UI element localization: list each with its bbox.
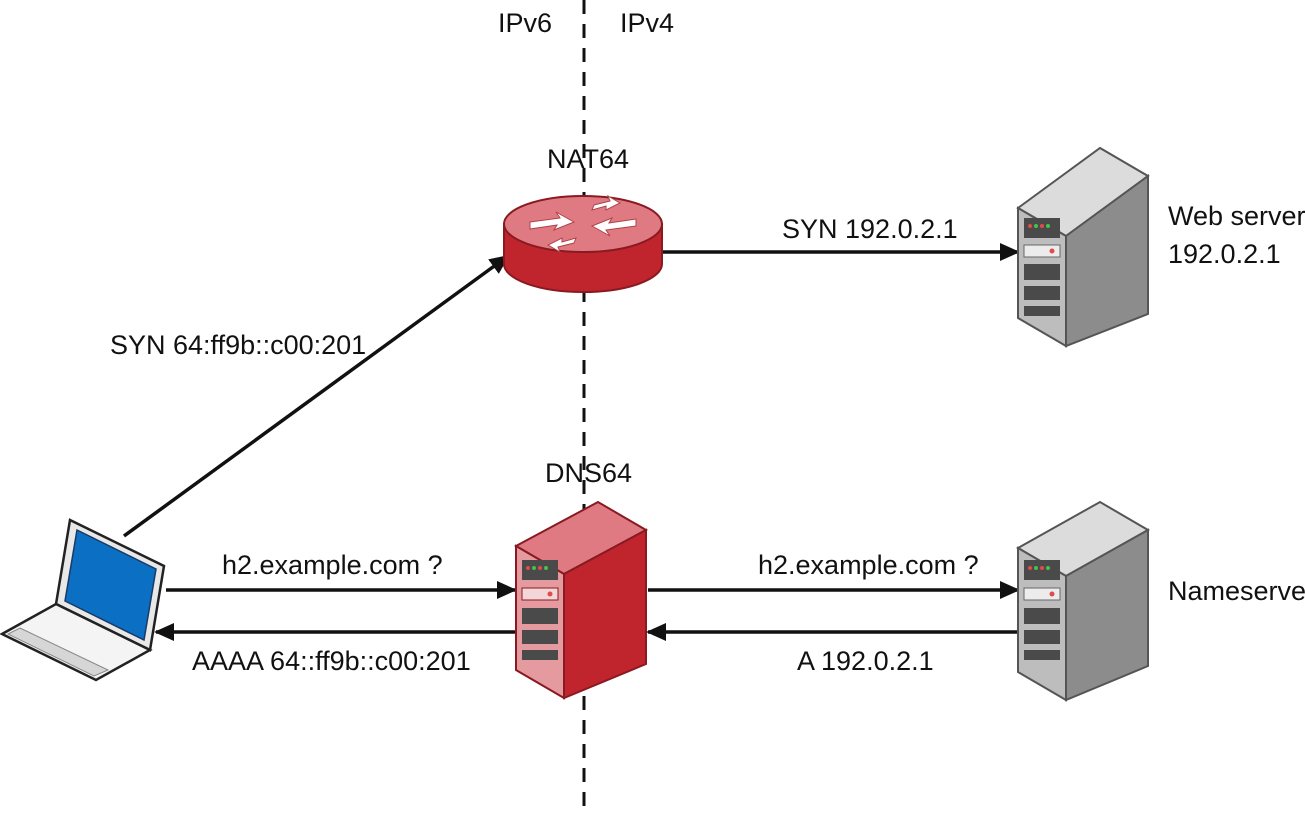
message-nat64-to-webserver: SYN 192.0.2.1 — [782, 214, 958, 244]
server-icon — [1016, 146, 1150, 348]
web-server: Web server 192.0.2.1 — [1016, 146, 1305, 348]
arrow-client-to-nat64 — [122, 254, 510, 538]
nat64-router: NAT64 — [503, 144, 663, 293]
webserver-name: Web server — [1168, 201, 1305, 231]
message-dns64-response: AAAA 64::ff9b::c00:201 — [192, 646, 471, 676]
server-icon — [1015, 500, 1151, 702]
zone-label-ipv4: IPv4 — [620, 8, 674, 38]
router-icon — [503, 194, 663, 293]
message-client-to-nat64: SYN 64:ff9b::c00:201 — [110, 330, 366, 360]
nameserver: Nameserver — [1015, 500, 1305, 702]
zone-label-ipv6: IPv6 — [498, 8, 552, 38]
message-dns64-query: h2.example.com ? — [758, 550, 979, 580]
webserver-address: 192.0.2.1 — [1168, 239, 1281, 269]
message-nameserver-response: A 192.0.2.1 — [797, 646, 934, 676]
server-icon — [513, 500, 649, 700]
dns64-server: DNS64 — [513, 458, 649, 700]
laptop-icon — [0, 518, 166, 682]
nameserver-label: Nameserver — [1168, 576, 1305, 606]
client-laptop — [0, 518, 166, 682]
message-client-query: h2.example.com ? — [222, 550, 443, 580]
nat64-label: NAT64 — [547, 144, 629, 174]
dns64-label: DNS64 — [545, 458, 632, 488]
